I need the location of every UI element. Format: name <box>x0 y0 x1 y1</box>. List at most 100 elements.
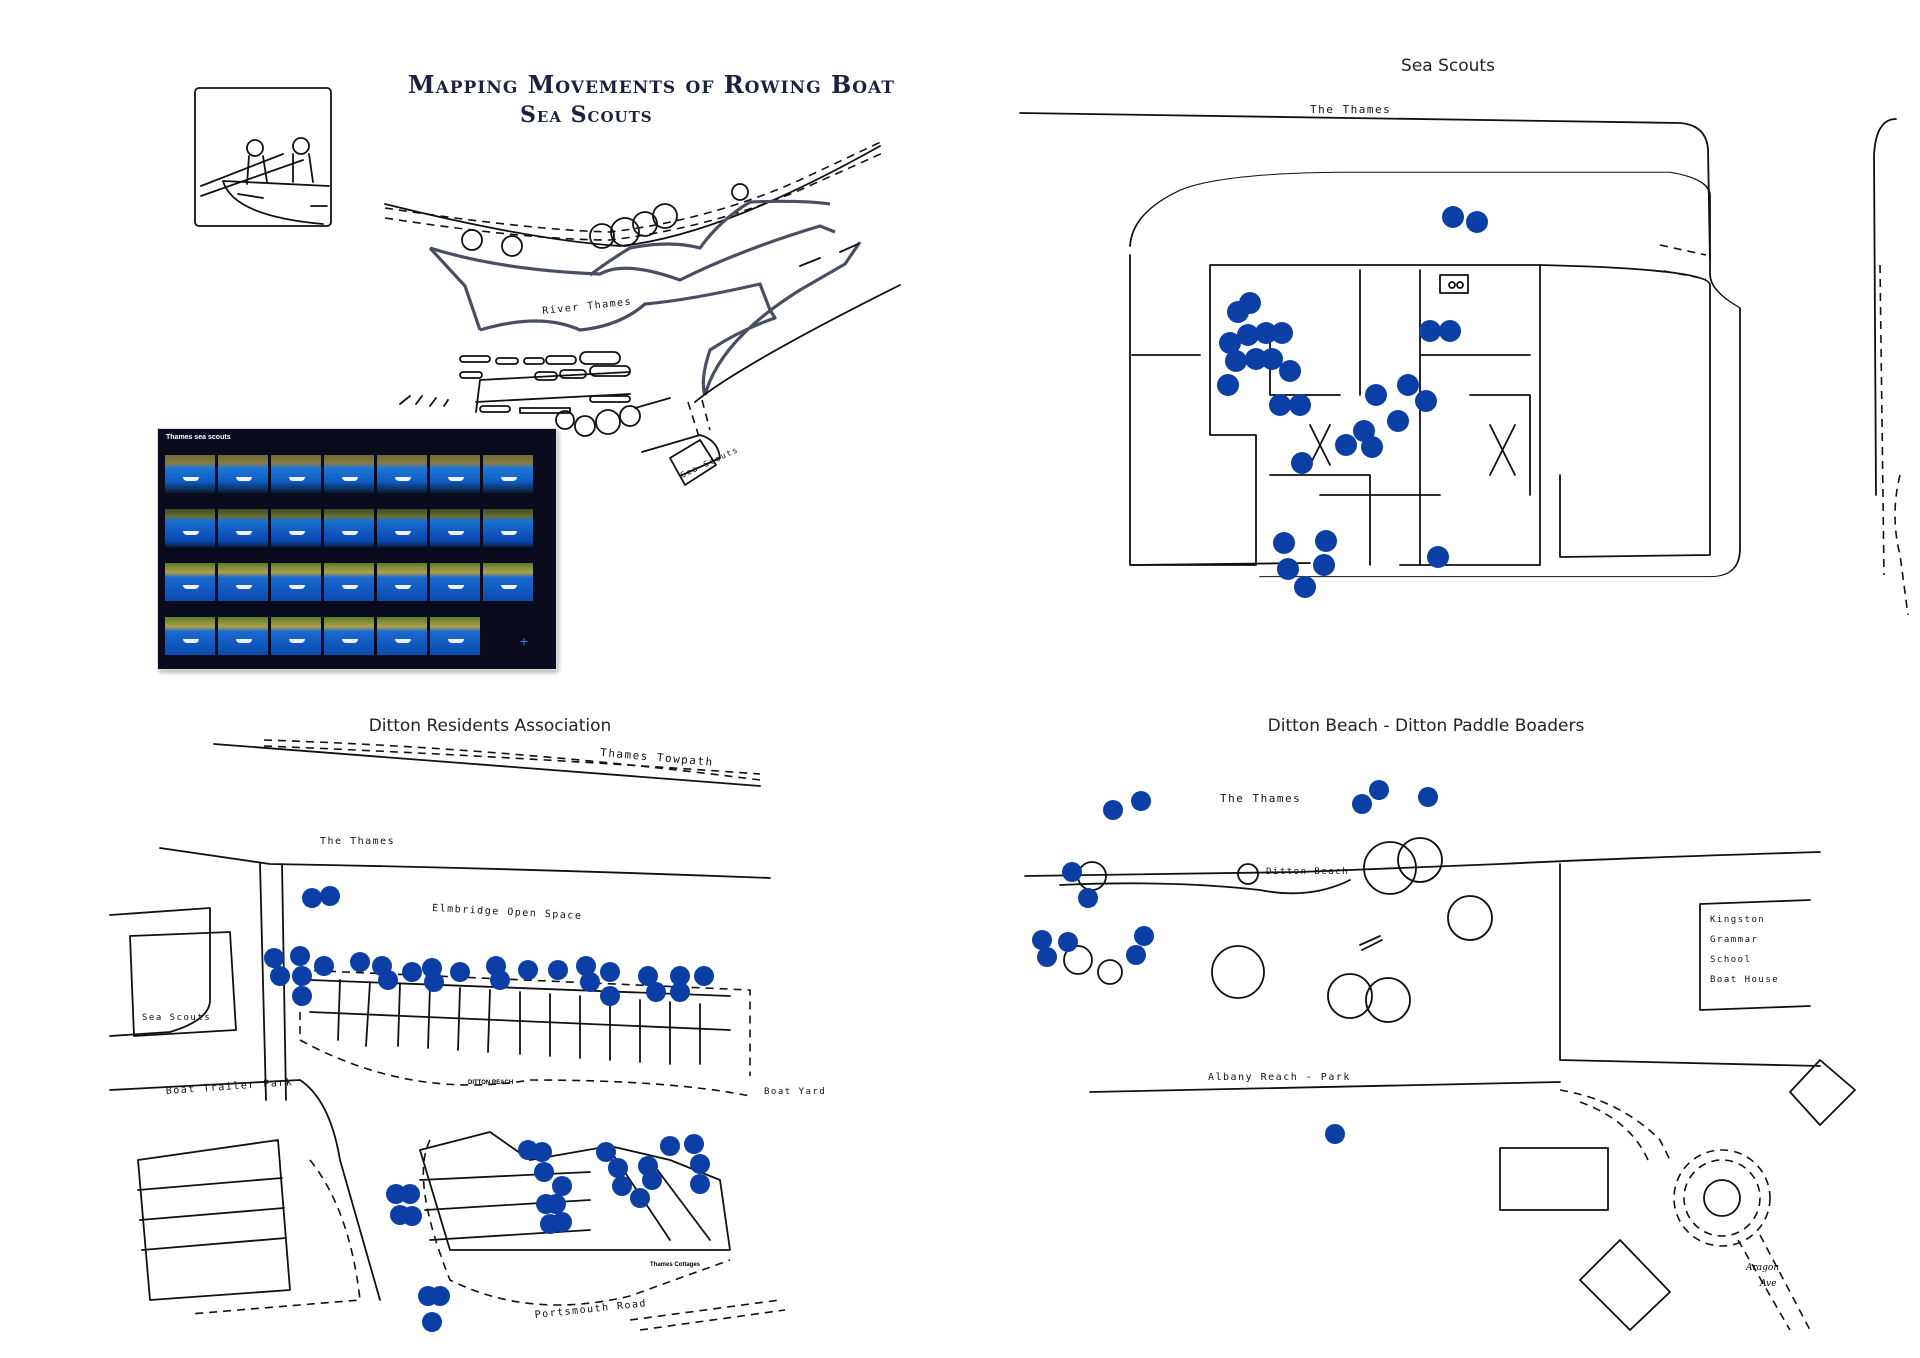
activity-marker <box>1466 211 1488 233</box>
activity-marker <box>1387 410 1409 432</box>
photo-thumbnail[interactable] <box>271 563 321 601</box>
ditton-residents-markers <box>264 886 714 1332</box>
photo-thumbnail[interactable] <box>271 617 321 655</box>
activity-marker <box>642 1170 662 1190</box>
activity-marker <box>1294 576 1316 598</box>
activity-marker <box>292 986 312 1006</box>
activity-marker <box>552 1176 572 1196</box>
activity-marker <box>1325 1124 1345 1144</box>
photo-thumbnail[interactable] <box>483 455 533 493</box>
the-thames-label: The Thames <box>320 836 395 847</box>
photo-thumbnail[interactable] <box>430 617 480 655</box>
photo-thumbnail[interactable] <box>430 563 480 601</box>
photo-thumbnail[interactable] <box>377 455 427 493</box>
activity-marker <box>1062 862 1082 882</box>
activity-marker <box>350 952 370 972</box>
activity-marker <box>1261 348 1283 370</box>
activity-marker <box>1037 947 1057 967</box>
sea-scouts-heading: Sea Scouts <box>1401 56 1495 76</box>
photo-thumbnail[interactable] <box>324 509 374 547</box>
aragon-ave-label-line-2: Ave <box>1759 1279 1777 1289</box>
activity-marker <box>1273 532 1295 554</box>
add-photo-icon[interactable]: + <box>519 633 528 649</box>
sea-scouts-sketch-label: Sea Scouts <box>679 445 740 480</box>
activity-marker <box>694 966 714 986</box>
activity-marker <box>546 1194 566 1214</box>
activity-marker <box>1277 558 1299 580</box>
photo-thumbnail[interactable] <box>165 509 215 547</box>
activity-marker <box>1131 791 1151 811</box>
photo-thumbnail[interactable] <box>377 509 427 547</box>
activity-marker <box>378 970 398 990</box>
activity-marker <box>596 1142 616 1162</box>
activity-marker <box>1442 206 1464 228</box>
activity-marker <box>1217 374 1239 396</box>
photo-thumbnail[interactable] <box>165 455 215 493</box>
photo-thumbnail[interactable] <box>271 455 321 493</box>
photo-thumbnail[interactable] <box>377 617 427 655</box>
activity-marker <box>490 970 510 990</box>
activity-marker <box>612 1176 632 1196</box>
activity-marker <box>290 946 310 966</box>
aragon-ave-label-line-1: Aragon <box>1745 1263 1779 1273</box>
activity-marker <box>518 960 538 980</box>
photo-thumbnail[interactable] <box>430 455 480 493</box>
photo-thumbnail[interactable] <box>324 563 374 601</box>
activity-marker <box>314 956 334 976</box>
photo-thumbnail[interactable] <box>218 617 268 655</box>
activity-marker <box>1315 530 1337 552</box>
photo-thumbnail[interactable] <box>324 617 374 655</box>
photo-thumbnail[interactable] <box>271 509 321 547</box>
activity-marker <box>422 1312 442 1332</box>
sea-scouts-markers <box>1217 206 1488 598</box>
sea-scouts-label: Sea Scouts <box>142 1013 211 1023</box>
activity-marker <box>1103 800 1123 820</box>
activity-marker <box>292 966 312 986</box>
photo-thumbnail[interactable] <box>218 509 268 547</box>
page-title-line-1: Mapping Movements of Rowing Boat <box>408 70 895 99</box>
photo-thumbnail[interactable] <box>377 563 427 601</box>
activity-marker <box>638 966 658 986</box>
activity-marker <box>1126 945 1146 965</box>
activity-marker <box>1418 787 1438 807</box>
photo-contact-sheet: Thames sea scouts + <box>157 428 557 670</box>
activity-marker <box>1361 436 1383 458</box>
activity-marker <box>1419 320 1441 342</box>
activity-marker <box>386 1184 406 1204</box>
activity-marker <box>684 1134 704 1154</box>
activity-marker <box>1352 794 1372 814</box>
photo-thumbnail[interactable] <box>483 563 533 601</box>
activity-marker <box>450 962 470 982</box>
activity-marker <box>670 966 690 986</box>
photo-thumbnail[interactable] <box>165 617 215 655</box>
activity-marker <box>1269 394 1291 416</box>
the-thames-label: The Thames <box>1310 103 1391 116</box>
photo-thumbnail[interactable] <box>218 455 268 493</box>
boat-house-label-line-3: School <box>1710 955 1752 965</box>
thames-cottages-label: Thames Cottages <box>650 1262 701 1268</box>
photo-thumbnail[interactable] <box>165 563 215 601</box>
photo-thumbnail[interactable] <box>430 509 480 547</box>
activity-marker <box>660 1136 680 1156</box>
photo-thumbnail[interactable] <box>324 455 374 493</box>
activity-marker <box>1291 452 1313 474</box>
activity-marker <box>532 1142 552 1162</box>
activity-marker <box>424 972 444 992</box>
photo-thumbnail[interactable] <box>218 563 268 601</box>
river-thames-label: River Thames <box>542 297 633 317</box>
activity-marker <box>402 962 422 982</box>
photo-thumbnail[interactable] <box>483 509 533 547</box>
activity-marker <box>1439 320 1461 342</box>
activity-marker <box>430 1286 450 1306</box>
activity-marker <box>576 956 596 976</box>
activity-marker <box>1279 360 1301 382</box>
activity-marker <box>1255 322 1277 344</box>
activity-marker <box>646 982 666 1002</box>
activity-marker <box>630 1188 650 1208</box>
activity-marker <box>670 982 690 1002</box>
activity-marker <box>690 1174 710 1194</box>
activity-marker <box>608 1158 628 1178</box>
activity-marker <box>1219 332 1241 354</box>
activity-marker <box>1289 394 1311 416</box>
ditton-beach-markers <box>1032 780 1438 1144</box>
